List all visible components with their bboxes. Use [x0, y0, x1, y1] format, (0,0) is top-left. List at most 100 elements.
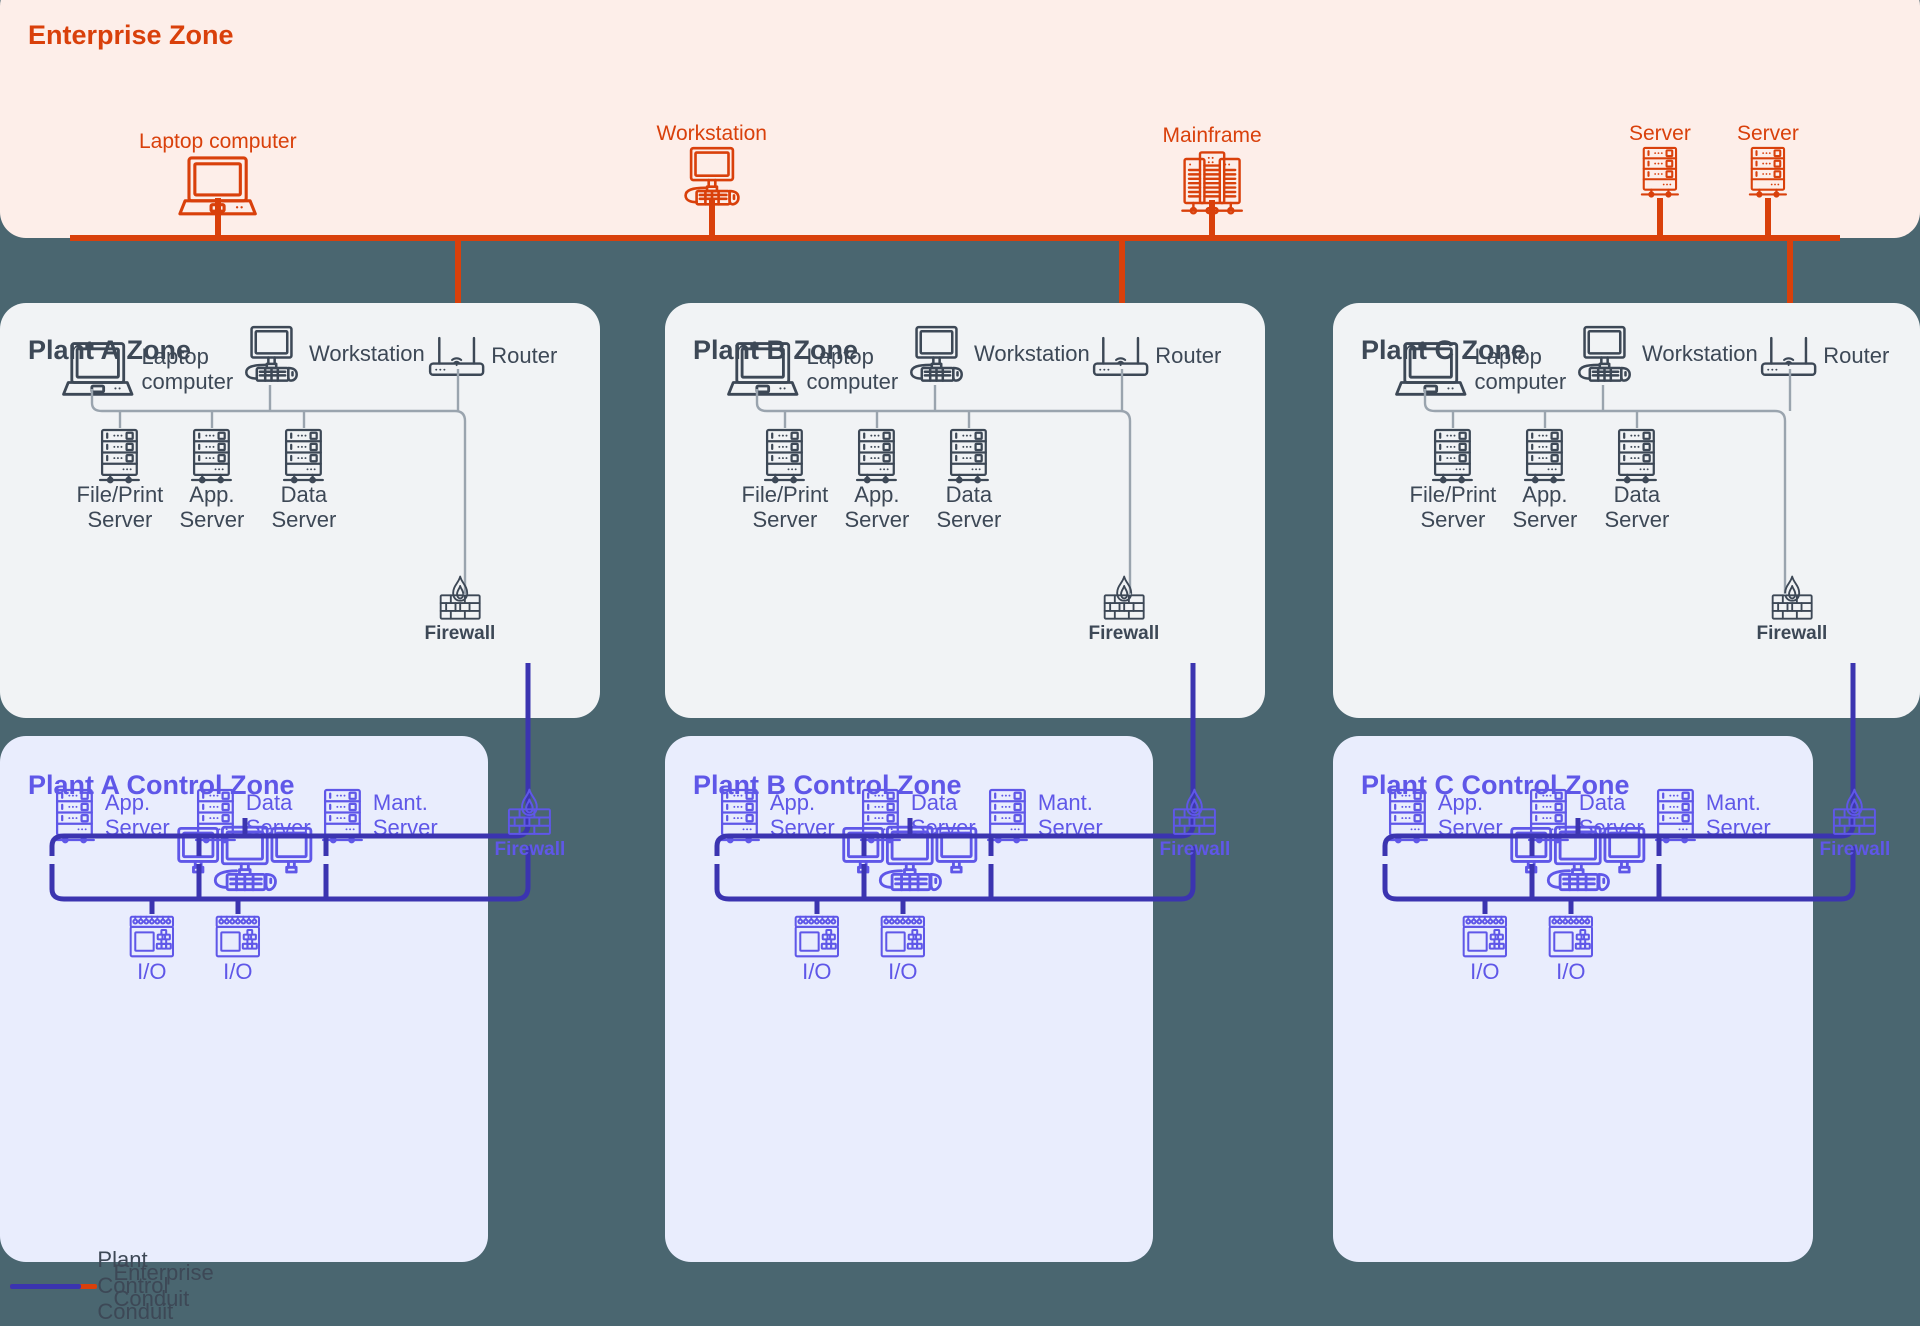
- plant-router-1[interactable]: Router: [1088, 335, 1221, 378]
- enterprise-node-1[interactable]: Workstation: [656, 122, 768, 207]
- enterprise-node-4[interactable]: Server: [1737, 122, 1799, 198]
- plant-server-2-2[interactable]: Data Server: [1605, 428, 1669, 532]
- enterprise-node-1-label: Workstation: [656, 122, 768, 145]
- server-icon: [1430, 428, 1475, 484]
- server-icon: [1639, 146, 1681, 198]
- plant-server-0-0[interactable]: File/Print Server: [77, 428, 163, 532]
- enterprise-node-4-label: Server: [1737, 122, 1799, 145]
- plant-server-1-0[interactable]: File/Print Server: [741, 428, 829, 532]
- server-icon: [1522, 428, 1567, 484]
- enterprise-node-3[interactable]: Server: [1629, 122, 1691, 198]
- plant-server-2-1-label: App. Server: [1512, 482, 1578, 532]
- control-server-1-2-label: Mant. Server: [1037, 789, 1103, 840]
- plant-server-1-2-label: Data Server: [936, 482, 1002, 532]
- legend-label-1: Plant Control Conduit: [97, 1247, 174, 1324]
- router-icon: [424, 335, 489, 378]
- plant-server-2-0[interactable]: File/Print Server: [1410, 428, 1496, 532]
- plant-server-1-2[interactable]: Data Server: [936, 428, 1002, 532]
- server-icon: [762, 428, 807, 484]
- plant-client-1-0[interactable]: Laptop computer: [725, 340, 898, 399]
- workstation-icon: [1573, 325, 1636, 384]
- plant-client-2-1[interactable]: Workstation: [1573, 325, 1758, 384]
- control-server-1-2[interactable]: Mant. Server: [985, 788, 1103, 844]
- plant-server-0-2[interactable]: Data Server: [271, 428, 337, 532]
- control-io-0-1[interactable]: I/O: [213, 914, 263, 985]
- control-io-2-1[interactable]: I/O: [1546, 914, 1596, 985]
- enterprise-node-2[interactable]: Mainframe: [1163, 124, 1262, 216]
- control-io-1-0-label: I/O: [802, 959, 832, 984]
- firewall-icon: [1829, 788, 1880, 839]
- control-io-1-1-label: I/O: [888, 959, 918, 984]
- enterprise-zone-title: Enterprise Zone: [28, 20, 234, 50]
- plant-client-0-1-label: Workstation: [309, 341, 425, 367]
- io-module-icon: [878, 914, 928, 960]
- plant-client-1-1[interactable]: Workstation: [905, 325, 1090, 384]
- plant-server-0-1[interactable]: App. Server: [180, 428, 244, 532]
- control-firewall-1[interactable]: Firewall: [1160, 788, 1230, 860]
- plant-router-0-label: Router: [491, 343, 558, 369]
- plant-client-0-0[interactable]: Laptop computer: [60, 340, 233, 399]
- enterprise-node-2-label: Mainframe: [1162, 124, 1262, 147]
- plant-server-1-1[interactable]: App. Server: [845, 428, 909, 532]
- control-io-1-1[interactable]: I/O: [878, 914, 928, 985]
- plant-server-0-2-label: Data Server: [271, 482, 337, 532]
- plant-server-2-1[interactable]: App. Server: [1512, 428, 1578, 532]
- control-io-1-0[interactable]: I/O: [792, 914, 842, 985]
- plant-client-0-0-label: Laptop computer: [141, 343, 234, 394]
- plant-client-0-1[interactable]: Workstation: [240, 325, 425, 384]
- laptop-icon: [60, 340, 136, 399]
- io-module-icon: [127, 914, 177, 960]
- legend-item-0: Enterprise Conduit: [10, 1260, 246, 1312]
- firewall-icon: [1169, 788, 1220, 839]
- plant-router-0[interactable]: Router: [424, 335, 557, 378]
- server-icon: [281, 428, 326, 484]
- plant-router-2[interactable]: Router: [1756, 335, 1889, 378]
- control-firewall-2[interactable]: Firewall: [1820, 788, 1890, 860]
- plant-client-2-0[interactable]: Laptop computer: [1393, 340, 1566, 399]
- plant-server-1-0-label: File/Print Server: [741, 482, 829, 532]
- plant-firewall-1[interactable]: Firewall: [1088, 575, 1160, 645]
- workstation-icon: [905, 325, 968, 384]
- plant-firewall-2[interactable]: Firewall: [1757, 575, 1827, 645]
- control-server-2-1[interactable]: Data Server: [1526, 788, 1644, 844]
- control-io-0-0[interactable]: I/O: [127, 914, 177, 985]
- control-io-0-0-label: I/O: [137, 959, 167, 984]
- plant-firewall-0[interactable]: Firewall: [425, 575, 495, 645]
- plant-client-1-0-label: Laptop computer: [806, 343, 899, 394]
- server-icon: [946, 428, 991, 484]
- plant-firewall-1-label: Firewall: [1088, 623, 1160, 645]
- control-firewall-0[interactable]: Firewall: [495, 788, 565, 860]
- server-icon: [854, 428, 899, 484]
- server-icon: [97, 428, 142, 484]
- server-icon: [1614, 428, 1659, 484]
- control-io-2-0[interactable]: I/O: [1460, 914, 1510, 985]
